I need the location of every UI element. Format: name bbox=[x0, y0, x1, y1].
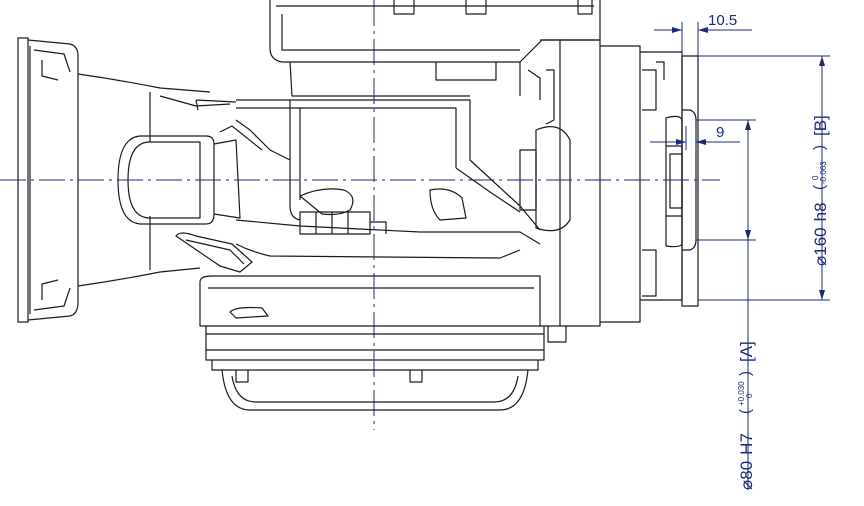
boss bbox=[117, 135, 241, 225]
dimension-lines bbox=[650, 22, 830, 490]
top-housing bbox=[269, 0, 601, 97]
inner-diameter-tol-upper: +0.030 bbox=[737, 381, 746, 406]
part-outline bbox=[17, 0, 699, 411]
central-body bbox=[175, 99, 541, 273]
outer-diameter-symbol: ⌀ bbox=[811, 256, 830, 266]
left-flange bbox=[17, 37, 79, 323]
outer-diameter-label: ⌀160 h8 0 -0.063 ( ) [B] bbox=[811, 115, 830, 266]
flange-thickness-label: 10.5 bbox=[708, 12, 737, 29]
centerlines bbox=[0, 0, 720, 430]
dim-flange-thickness bbox=[654, 22, 752, 58]
tapered-neck bbox=[77, 73, 231, 287]
svg-text:⌀80H7: ⌀80 H7 bbox=[737, 433, 756, 490]
outer-diameter-ref: [B] bbox=[811, 115, 830, 136]
lower-housing bbox=[199, 275, 567, 411]
inner-diameter-paren-open: ( bbox=[737, 409, 754, 414]
outer-diameter-tol-upper: 0 bbox=[811, 175, 820, 180]
outer-diameter-tol-lower: -0.063 bbox=[819, 161, 828, 184]
dim-inner-diameter bbox=[696, 119, 756, 490]
inner-diameter-symbol: ⌀ bbox=[737, 480, 756, 490]
output-flange bbox=[665, 55, 699, 307]
dimension-texts: 10.5 9 ⌀160h8 0 -0.063 ( ) [B] ⌀80H7 ( +… bbox=[708, 12, 830, 490]
outer-diameter-value: 160 bbox=[811, 227, 830, 255]
inner-diameter-ref: [A] bbox=[737, 341, 756, 362]
right-housing bbox=[519, 39, 683, 327]
inner-diameter-fit: H7 bbox=[737, 433, 756, 455]
dim-outer-diameter bbox=[698, 55, 830, 301]
spigot-depth-label: 9 bbox=[716, 124, 724, 141]
dim-spigot-depth bbox=[650, 126, 740, 150]
inner-diameter-tol-lower: 0 bbox=[745, 393, 754, 398]
outer-diameter-paren-open: ( bbox=[811, 185, 828, 190]
svg-text:⌀160h8: ⌀160 h8 bbox=[811, 202, 830, 266]
inner-diameter-label: ⌀80 H7 ( +0.030 0 ) [A] bbox=[737, 341, 756, 490]
inner-diameter-value: 80 bbox=[737, 461, 756, 480]
outer-diameter-fit: h8 bbox=[811, 202, 830, 221]
inner-diameter-paren-close: ) bbox=[737, 371, 754, 376]
outer-diameter-paren-close: ) bbox=[811, 145, 828, 150]
